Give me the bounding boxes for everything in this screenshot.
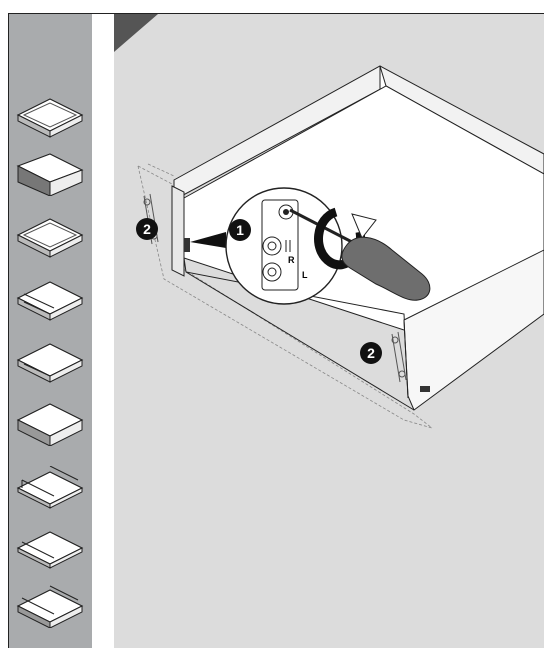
drawer-high-front-icon[interactable]	[14, 152, 86, 196]
drawer-railing-icon[interactable]	[14, 278, 86, 322]
screwdriver-handle	[341, 236, 431, 301]
detail-label-right: R	[288, 255, 295, 265]
rotation-arrow-head	[351, 213, 377, 239]
drawer-assembly-illustration	[114, 14, 544, 648]
step-1-badge: 1	[229, 219, 251, 241]
drawer-gallery-icon[interactable]	[14, 466, 86, 510]
front-connector	[420, 386, 430, 392]
drawer-railing-low-icon[interactable]	[14, 340, 86, 384]
drawer-boxside-icon[interactable]	[14, 402, 86, 446]
drawer-low-icon[interactable]	[14, 215, 86, 259]
step-2-badge-left: 2	[136, 218, 158, 240]
step-2-badge-right: 2	[360, 342, 382, 364]
drawer-standard-icon[interactable]	[14, 95, 86, 139]
detail-pointer	[190, 232, 226, 248]
sidebar-divider	[92, 14, 114, 648]
drawer-gallery-high-icon[interactable]	[14, 584, 86, 628]
left-connector	[184, 238, 190, 252]
page-frame	[8, 13, 544, 648]
detail-label-left: L	[302, 270, 308, 280]
drawer-gallery-low-icon[interactable]	[14, 526, 86, 570]
corner-marker	[114, 14, 158, 52]
left-side-panel	[171, 185, 185, 277]
right-bracket	[391, 331, 407, 383]
